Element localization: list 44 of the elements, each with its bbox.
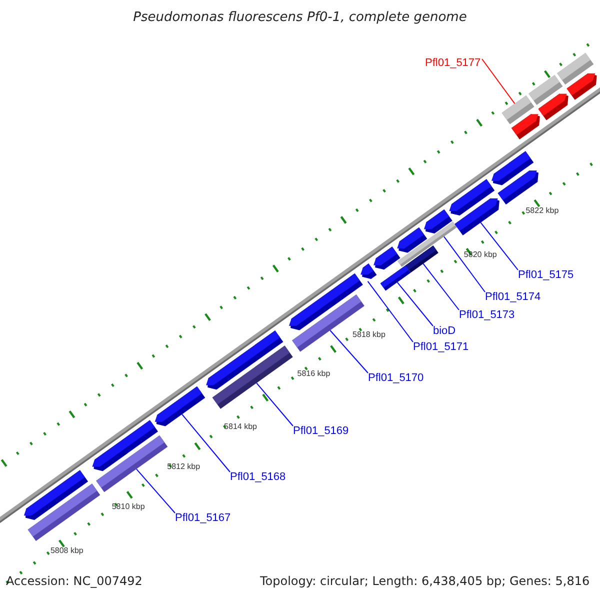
gene-label: bioD <box>433 326 456 337</box>
gene-label: Pfl01_5168 <box>230 472 286 483</box>
leader-line <box>422 263 460 310</box>
gene-bar <box>92 420 158 472</box>
leader-line <box>182 414 230 472</box>
leader-line <box>396 282 434 326</box>
gene-label: Pfl01_5173 <box>459 310 515 321</box>
scale-label: 5820 kbp <box>464 250 497 259</box>
gene-bar <box>374 246 400 270</box>
scale-label: 5818 kbp <box>352 330 386 339</box>
gene-bar <box>154 386 206 426</box>
gene-bar <box>449 179 495 216</box>
gene-label: Pfl01_5177 <box>425 58 481 69</box>
title: Pseudomonas fluorescens Pf0-1, complete genome <box>132 11 468 24</box>
gene-bar <box>557 52 594 85</box>
scale-label: 5812 kbp <box>167 463 200 472</box>
gene-bar <box>528 74 563 105</box>
gene-label: Pfl01_5167 <box>175 513 231 524</box>
gene-bar <box>491 151 534 186</box>
scale-label: 5822 kbp <box>526 206 559 215</box>
leader-line <box>136 468 176 514</box>
gene-label: Pfl01_5170 <box>368 373 424 384</box>
gene-bar <box>397 227 428 253</box>
footer-text: Topology: circular; Length: 6,438,405 bp; Genes: 5,816 <box>260 575 590 587</box>
leader-line <box>482 58 516 104</box>
leader-line <box>367 280 414 342</box>
leader-line <box>443 236 486 292</box>
gene-bar <box>24 470 88 520</box>
scale-label: 5814 kbp <box>224 422 257 430</box>
gene-label: Pfl01_5169 <box>293 426 349 437</box>
leader-line <box>330 330 368 374</box>
gene-label: Pfl01_5175 <box>518 270 574 281</box>
leader-line <box>256 382 294 426</box>
gene-bar <box>206 330 284 390</box>
gene-label: Pfl01_5171 <box>413 342 469 353</box>
footer-text: Accession: NC_007492 <box>6 575 142 587</box>
scale-label: 5816 kbp <box>297 370 330 378</box>
gene-bar <box>360 264 377 279</box>
gene-bar <box>288 273 363 330</box>
leader-line <box>480 222 518 270</box>
gene-label: Pfl01_5174 <box>485 292 541 303</box>
gene-bar <box>424 209 452 234</box>
gene-bar <box>502 95 534 124</box>
scale-label: 5810 kbp <box>112 502 145 511</box>
